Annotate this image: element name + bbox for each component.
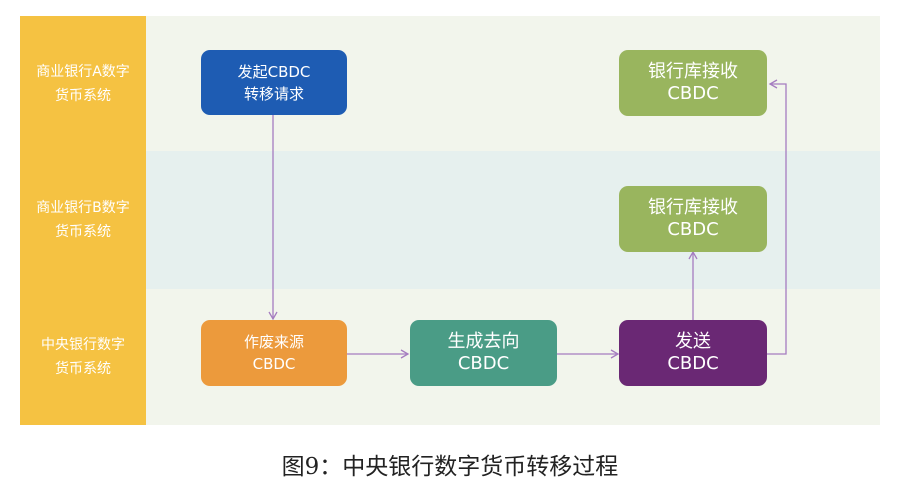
- node-send: 发送 CBDC: [619, 320, 767, 386]
- node-bank-a-receive-line2: CBDC: [667, 83, 719, 104]
- lane-label-bank-a: 商业银行A数字 货币系统: [20, 16, 146, 151]
- node-void-source-line2: CBDC: [252, 355, 296, 373]
- node-send-line2: CBDC: [667, 353, 719, 374]
- flow-diagram: 商业银行A数字 货币系统 商业银行B数字 货币系统 中央银行数字 货币系统 发起…: [20, 16, 880, 425]
- node-bank-b-receive-line1: 银行库接收: [648, 197, 738, 218]
- node-generate-destination-line1: 生成去向: [447, 331, 520, 352]
- node-bank-a-receive: 银行库接收 CBDC: [619, 50, 767, 116]
- node-send-line1: 发送: [675, 331, 711, 352]
- node-transfer-request-line2: 转移请求: [243, 84, 304, 103]
- connector-send-to-bank-a: [767, 79, 787, 355]
- node-bank-b-receive: 银行库接收 CBDC: [619, 186, 767, 252]
- node-transfer-request-line1: 发起CBDC: [237, 62, 311, 81]
- lane-label-bank-b: 商业银行B数字 货币系统: [20, 151, 146, 289]
- lane-label-central-bank: 中央银行数字 货币系统: [20, 289, 146, 425]
- connector-layer: [268, 79, 787, 359]
- node-void-source: 作废来源 CBDC: [201, 320, 347, 386]
- node-bank-b-receive-line2: CBDC: [667, 219, 719, 240]
- node-transfer-request: 发起CBDC 转移请求: [201, 50, 347, 115]
- node-generate-destination: 生成去向 CBDC: [410, 320, 557, 386]
- node-bank-a-receive-line1: 银行库接收: [648, 61, 738, 82]
- node-void-source-line1: 作废来源: [243, 333, 304, 351]
- node-generate-destination-line2: CBDC: [457, 353, 510, 374]
- figure-caption: 图9：中央银行数字货币转移过程: [281, 454, 619, 480]
